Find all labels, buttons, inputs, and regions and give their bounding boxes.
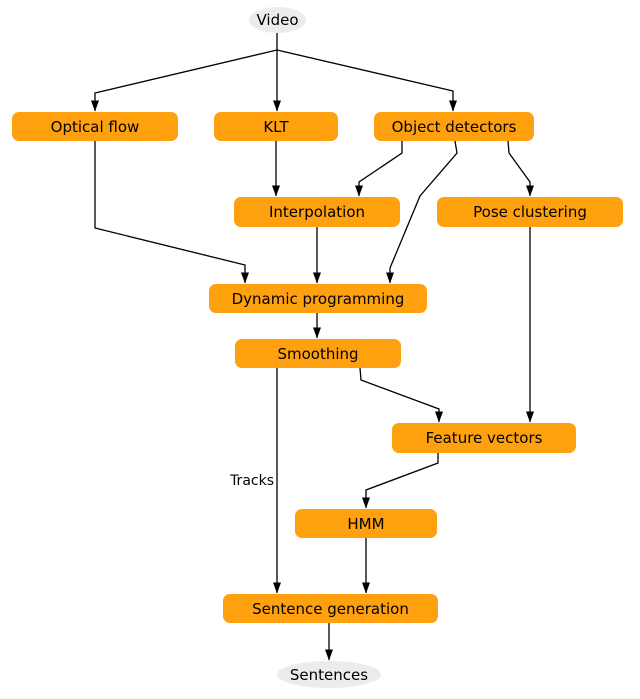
node-sentence-generation: Sentence generation: [223, 594, 438, 623]
edge-video-optical-flow: [91, 33, 278, 112]
edge-feature-vectors-hmm: [362, 453, 439, 509]
edge-optical-flow-dynamic-programming: [94, 141, 249, 284]
edge-object-detectors-interpolation: [355, 141, 403, 197]
terminal-sentences: Sentences: [277, 661, 381, 688]
node-hmm: HMM: [295, 509, 437, 538]
node-pose-clustering: Pose clustering: [437, 197, 623, 227]
edge-video-object-detectors: [276, 49, 457, 112]
edge-object-detectors-pose-clustering: [507, 140, 534, 197]
terminal-video: Video: [249, 7, 306, 33]
node-interpolation: Interpolation: [234, 197, 400, 227]
edge-smoothing-feature-vectors: [359, 367, 443, 423]
node-dynamic-programming: Dynamic programming: [209, 284, 427, 313]
node-object-detectors: Object detectors: [374, 112, 534, 141]
node-smoothing: Smoothing: [235, 339, 401, 368]
node-klt: KLT: [214, 112, 338, 141]
node-feature-vectors: Feature vectors: [392, 423, 576, 453]
edge-label-tracks: Tracks: [230, 473, 274, 489]
node-optical-flow: Optical flow: [12, 112, 178, 141]
